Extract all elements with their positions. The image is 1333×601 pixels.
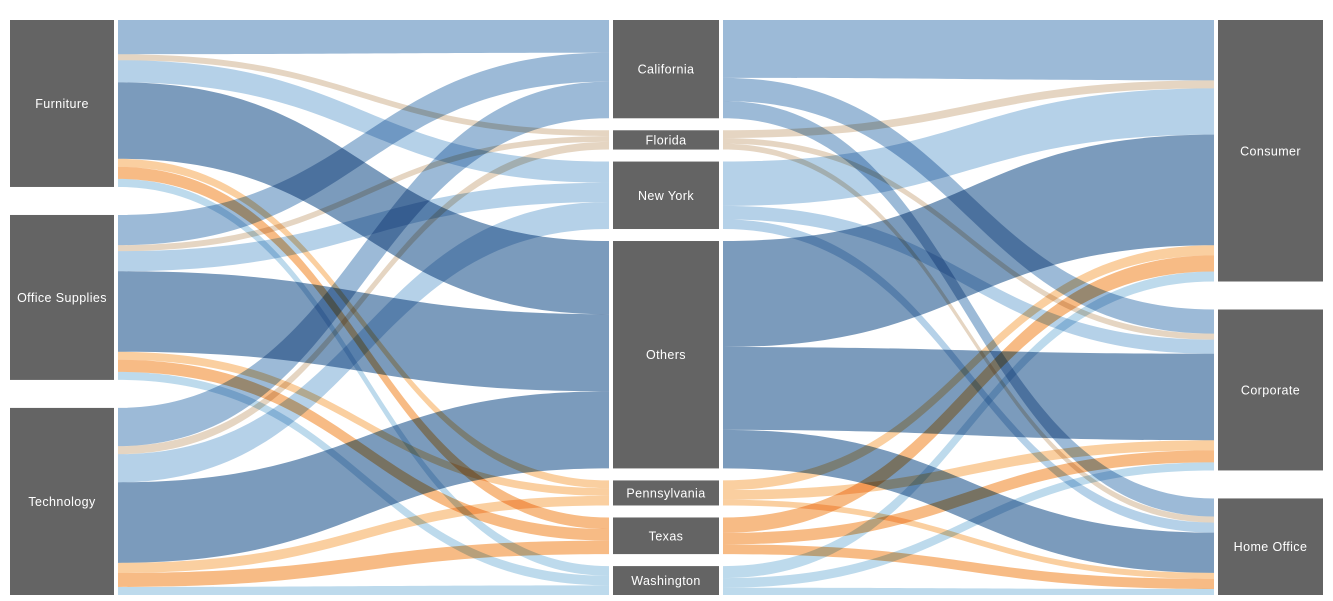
links-layer — [118, 20, 1214, 595]
node-bar-furniture — [10, 20, 114, 187]
link-furniture-to-others[interactable] — [118, 82, 609, 315]
link-others-to-consumer[interactable] — [723, 134, 1214, 348]
node-bar-technology — [10, 407, 114, 595]
node-bar-office — [10, 214, 114, 380]
link-washington-to-homeoffice[interactable] — [723, 587, 1214, 595]
link-pennsylvania-to-consumer[interactable] — [723, 245, 1214, 491]
link-california-to-homeoffice[interactable] — [723, 100, 1214, 517]
node-bar-pennsylvania — [613, 480, 719, 506]
link-office-to-florida[interactable] — [118, 136, 609, 252]
node-texas[interactable]: Texas — [613, 517, 719, 555]
node-label-corporate: Corporate — [1241, 383, 1300, 397]
node-florida[interactable]: Florida — [613, 130, 719, 150]
node-label-pennsylvania: Pennsylvania — [626, 486, 705, 500]
link-florida-to-homeoffice[interactable] — [723, 143, 1214, 523]
link-office-to-california[interactable] — [118, 52, 609, 246]
node-corporate[interactable]: Corporate — [1218, 309, 1323, 471]
node-others[interactable]: Others — [613, 241, 719, 469]
node-bar-texas — [613, 517, 719, 555]
node-label-others: Others — [646, 348, 686, 362]
link-technology-to-others[interactable] — [118, 391, 609, 563]
link-furniture-to-florida[interactable] — [118, 54, 609, 137]
node-label-furniture: Furniture — [35, 97, 89, 111]
node-bar-others — [613, 241, 719, 469]
node-label-technology: Technology — [28, 495, 96, 509]
node-california[interactable]: California — [613, 20, 719, 119]
link-pennsylvania-to-homeoffice[interactable] — [723, 499, 1214, 579]
node-newyork[interactable]: New York — [613, 161, 719, 230]
link-pennsylvania-to-corporate[interactable] — [723, 440, 1214, 500]
node-label-homeoffice: Home Office — [1234, 540, 1308, 554]
link-technology-to-washington[interactable] — [118, 585, 609, 595]
link-furniture-to-california[interactable] — [118, 20, 609, 55]
node-office[interactable]: Office Supplies — [10, 214, 114, 380]
link-furniture-to-washington[interactable] — [118, 178, 609, 576]
link-technology-to-florida[interactable] — [118, 141, 609, 455]
node-washington[interactable]: Washington — [613, 566, 719, 595]
link-washington-to-consumer[interactable] — [723, 271, 1214, 579]
node-label-washington: Washington — [631, 574, 701, 588]
node-bar-newyork — [613, 161, 719, 230]
link-washington-to-corporate[interactable] — [723, 462, 1214, 588]
link-technology-to-newyork[interactable] — [118, 202, 609, 483]
node-label-consumer: Consumer — [1240, 144, 1301, 158]
link-texas-to-homeoffice[interactable] — [723, 544, 1214, 589]
node-label-florida: Florida — [645, 133, 686, 147]
node-label-office: Office Supplies — [17, 291, 107, 305]
node-pennsylvania[interactable]: Pennsylvania — [613, 480, 719, 506]
link-california-to-consumer[interactable] — [723, 20, 1214, 81]
link-technology-to-pennsylvania[interactable] — [118, 495, 609, 573]
link-office-to-pennsylvania[interactable] — [118, 351, 609, 496]
node-bar-washington — [613, 566, 719, 595]
node-bar-florida — [613, 130, 719, 150]
node-technology[interactable]: Technology — [10, 407, 114, 595]
node-label-texas: Texas — [649, 529, 684, 543]
link-texas-to-consumer[interactable] — [723, 255, 1214, 533]
node-consumer[interactable]: Consumer — [1218, 20, 1323, 282]
node-label-newyork: New York — [638, 189, 694, 203]
node-homeoffice[interactable]: Home Office — [1218, 498, 1323, 595]
node-bar-california — [613, 20, 719, 119]
link-newyork-to-consumer[interactable] — [723, 88, 1214, 206]
link-technology-to-texas[interactable] — [118, 540, 609, 587]
link-texas-to-corporate[interactable] — [723, 450, 1214, 545]
node-bar-corporate — [1218, 309, 1323, 471]
link-florida-to-consumer[interactable] — [723, 80, 1214, 138]
link-technology-to-california[interactable] — [118, 81, 609, 447]
node-label-california: California — [638, 63, 695, 77]
node-bar-consumer — [1218, 20, 1323, 282]
link-office-to-newyork[interactable] — [118, 182, 609, 272]
node-bar-homeoffice — [1218, 498, 1323, 595]
node-furniture[interactable]: Furniture — [10, 20, 114, 187]
